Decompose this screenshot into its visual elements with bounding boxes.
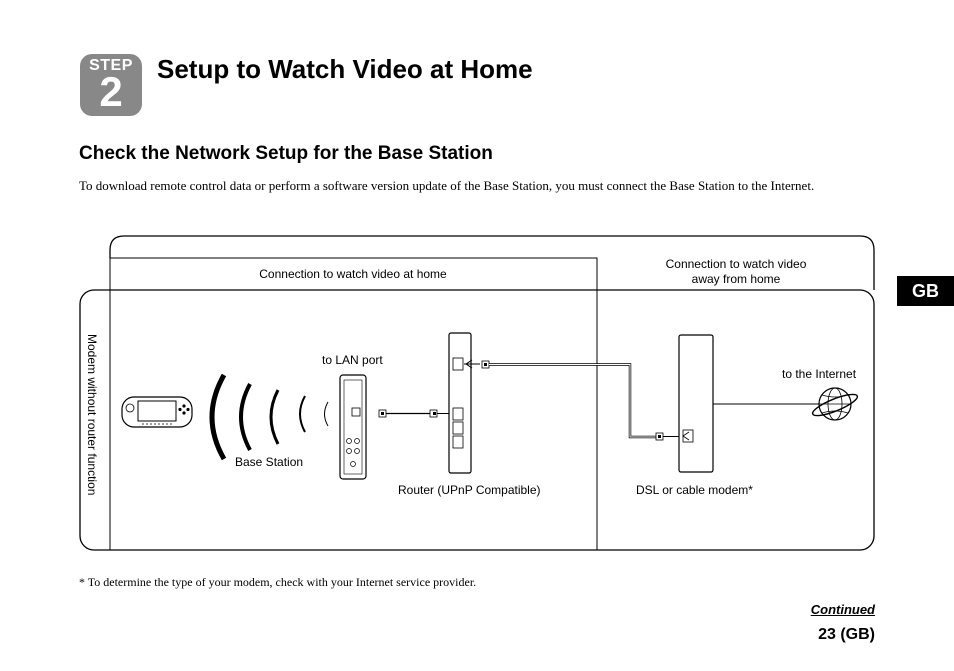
router-label: Router (UPnP Compatible) <box>398 483 541 497</box>
language-tab: GB <box>897 276 954 306</box>
step-badge: STEP 2 <box>80 54 142 116</box>
router-device <box>448 332 472 474</box>
lan-cable <box>378 409 452 418</box>
footnote: * To determine the type of your modem, c… <box>79 575 477 589</box>
modem-device <box>678 334 714 473</box>
page-title: Setup to Watch Video at Home <box>157 54 533 84</box>
intro-paragraph: To download remote control data or perfo… <box>79 178 815 193</box>
wan-cable <box>464 359 680 441</box>
internet-label: to the Internet <box>782 367 857 381</box>
continued-label: Continued <box>810 602 875 617</box>
home-connection-label: Connection to watch video at home <box>259 267 447 281</box>
side-label: Modem without router function <box>85 334 99 495</box>
step-number: 2 <box>99 68 123 115</box>
section-title: Check the Network Setup for the Base Sta… <box>79 143 493 164</box>
page-number: 23 (GB) <box>818 626 875 643</box>
globe-icon <box>811 387 859 421</box>
away-connection-label-1: Connection to watch video <box>666 257 807 271</box>
step-word: STEP <box>89 57 133 74</box>
lan-port-label: to LAN port <box>322 353 383 367</box>
base-station-device <box>339 374 367 480</box>
wireless-signal-icon <box>209 373 329 461</box>
handheld-console-icon <box>121 396 193 428</box>
outer-frame-bottom <box>79 289 875 551</box>
modem-label: DSL or cable modem* <box>636 483 753 497</box>
base-station-label: Base Station <box>235 455 303 469</box>
outer-frame-top <box>109 235 875 290</box>
away-connection-label-2: away from home <box>692 272 781 286</box>
